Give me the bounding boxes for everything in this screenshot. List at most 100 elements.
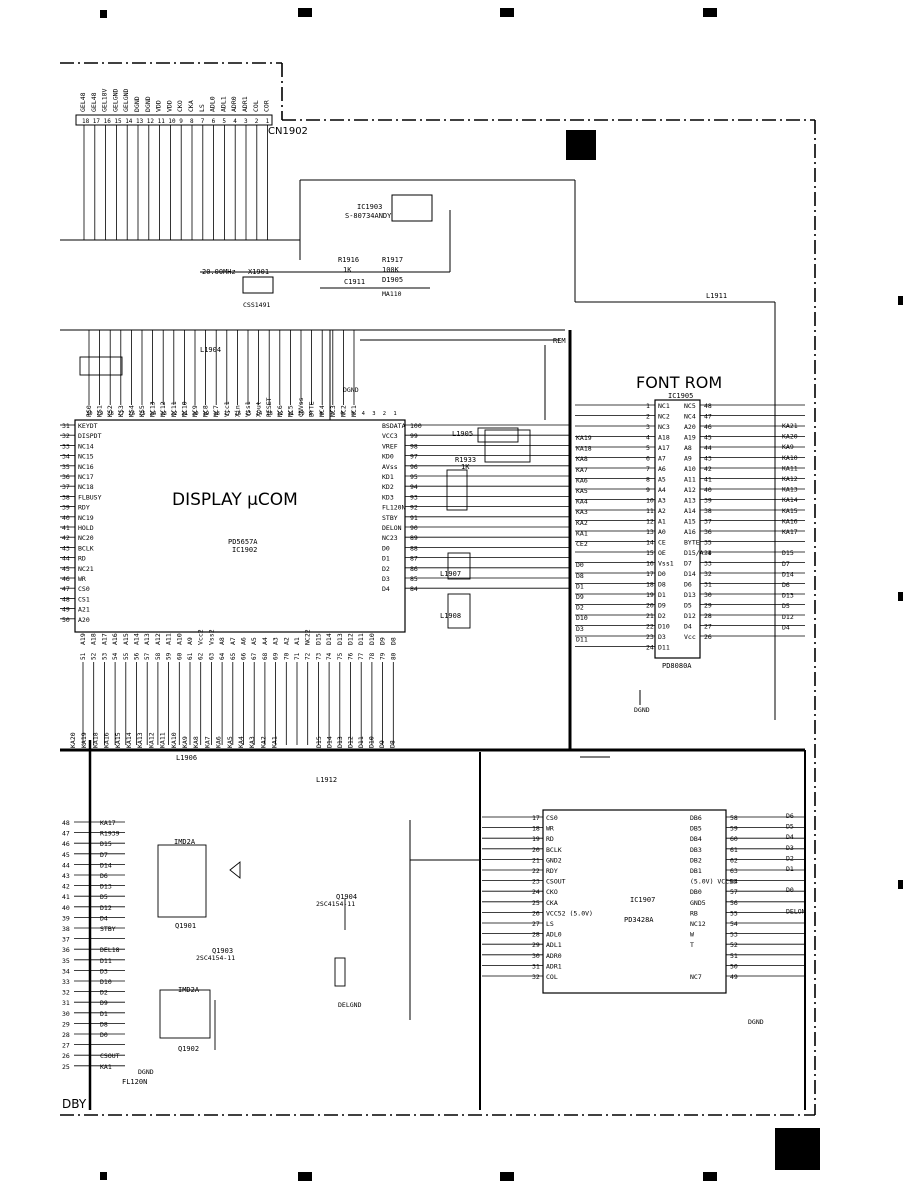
ic1902-top-pin-number: 21 [181,411,188,417]
left-conn-pin: 39 [62,914,70,922]
rom-pin-number: 23 [646,633,654,641]
cn1902-pin-number: 2 [255,118,259,125]
c1911-label: C1911 [344,278,365,286]
ic1902-top-pin-number: 29 [97,411,104,417]
rom-out-net: KA16 [782,517,798,525]
ic1902-bottom-pin-number: 56 [134,652,141,660]
rom-in-net: KA1 [576,529,588,537]
ic1902-bottom-pin-label: D15 [314,633,322,645]
drv-pin-label: DB6 [690,814,702,822]
ic1902-top-pin-number: 13 [266,411,273,417]
ic1902-pin-number: 94 [410,483,418,491]
bus-net-label: KA4 [237,736,245,748]
ic1907-ref: IC1907 [630,896,655,904]
left-conn-pin: 34 [62,967,70,975]
left-conn-pin: 26 [62,1052,70,1060]
component-symbols [79,356,531,1050]
ic1902-bottom-pin-label: A9 [186,637,194,645]
ic1902-pin-number: 88 [410,544,418,552]
ic1902-top-pin-number: 16 [234,411,241,417]
drv-pin-number: 63 [730,867,738,875]
rom-pin-label: A13 [684,497,696,505]
ic1902-pin-label: KD3 [382,493,394,501]
ic1902-bottom-pin-number: 80 [390,652,397,660]
rom-pin-number: 21 [646,612,654,620]
left-conn-pin: 40 [62,904,70,912]
cn1902-pin-number: 11 [158,118,166,125]
ic1902-top-pin-label: KS1 [96,405,104,417]
rom-pin-number: 2 [646,413,650,421]
rom-pin-label: D11 [658,644,670,652]
rom-in-net: D9 [576,593,584,601]
cn1902-pin-label: VDD [165,100,173,112]
drv-pin-label: W [690,931,694,939]
drv-out-net: D1 [786,865,794,873]
rom-in-net: KA19 [576,434,592,442]
left-conn-net: CSOUT [100,1052,120,1060]
left-conn-net: D8 [100,1020,108,1028]
rom-pin-label: A19 [684,434,696,442]
ic1902-top-pin-number: 26 [128,411,135,417]
ic1902-pin-number: 100 [410,422,422,430]
left-conn-pin: 42 [62,883,70,891]
cn1902-pin-number: 14 [125,118,133,125]
drv-pin-number: 29 [532,941,540,949]
rom-pin-number: 10 [646,497,654,505]
ic1902-pin-number: 91 [410,514,418,522]
ic1902-pin-label: DELON [382,524,402,532]
dbry-label: DBY [62,1097,87,1111]
rom-pin-number: 28 [704,612,712,620]
rom-pin-number: 46 [704,423,712,431]
rom-pin-label: A0 [658,528,666,536]
cn1902-pin-number: 18 [82,118,90,125]
registration-marks [100,8,903,1181]
rom-pin-number: 34 [704,549,712,557]
ic1902-pin-label: NC17 [78,473,94,481]
ic1902-bottom-pin-number: 58 [155,652,162,660]
rom-pin-label: D7 [684,560,692,568]
ic1902-bottom-pin-label: A15 [122,633,130,645]
q1902-ref: Q1902 [178,1045,199,1053]
rom-pin-number: 39 [704,497,712,505]
drv-pin-label: RB [690,909,698,917]
ic1902-pin-label: NC19 [78,514,94,522]
ic1903-ref: IC1903 [357,203,382,211]
left-conn-net: D15 [100,840,112,848]
rom-out-net: D13 [782,592,794,600]
ic1902-pin-label: DISPDT [78,432,102,440]
ic1902-pin-number: 31 [62,422,70,430]
drv-pin-number: 23 [532,878,540,886]
drv-pin-label: T [690,941,694,949]
x1901-ref: X1901 [248,268,269,276]
l1906-label: L1906 [176,754,197,762]
left-conn-pin: 36 [62,946,70,954]
rom-pin-label: D5 [684,602,692,610]
rom-out-net: D4 [782,623,790,631]
drv-pin-number: 18 [532,825,540,833]
drv-pin-number: 19 [532,835,540,843]
ic1902-bottom-pin-number: 70 [283,652,290,660]
ic1902-bottom-pin-label: A10 [175,633,183,645]
rom-pin-number: 24 [646,644,654,652]
fl120n-label: FL120N [122,1078,147,1086]
rom-in-net: KA6 [576,476,588,484]
left-conn-pin: 29 [62,1020,70,1028]
bus-net-label: KA15 [114,732,122,748]
ic1902-pin-number: 35 [62,463,70,471]
rom-in-net: D11 [576,635,588,643]
bus-lines [60,179,806,1110]
rom-pin-number: 19 [646,591,654,599]
connector-cn1902: CN1902 GEL4818GEL4817GEL18V16GELGND15GEL… [75,88,308,240]
drv-pin-number: 51 [730,952,738,960]
ic1903-part: S-80734ANDY [345,212,392,220]
rom-pin-number: 20 [646,602,654,610]
drv-pin-label: CSOUT [546,878,566,886]
rom-out-net: KA9 [782,443,794,451]
rom-pin-number: 44 [704,444,712,452]
ic1902-pin-label: VCC3 [382,432,398,440]
bus-net-label: D14 [326,736,334,748]
drv-pin-label: VCC52 (5.0V) [546,909,593,917]
left-conn-pin: 33 [62,978,70,986]
ic1902-pin-label: FL120N [382,504,406,512]
ic1902-bottom-pin-label: A12 [154,633,162,645]
